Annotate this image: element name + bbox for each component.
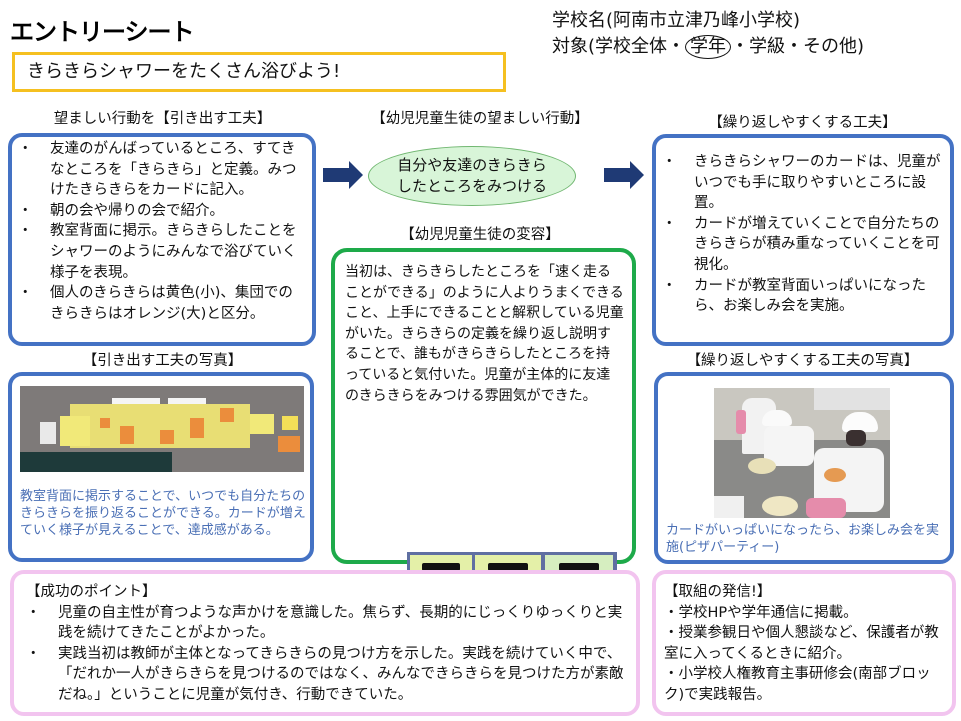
left-photo-label: 【引き出す工夫の写真】 bbox=[82, 353, 243, 369]
document-title: エントリーシート bbox=[10, 18, 195, 46]
list-item: きらきらシャワーのカードは、児童がいつでも手に取りやすいところに設置。 bbox=[656, 152, 944, 214]
pizza-party-photo bbox=[714, 388, 890, 518]
left-section-box: 友達のがんばっているところ、すてきなところを「きらきら」と定義。みつけたきらきら… bbox=[8, 133, 316, 346]
right-section-label: 【繰り返しやすくする工夫】 bbox=[708, 115, 897, 131]
left-photo-caption: 教室背面に掲示することで、いつでも自分たちのきらきらを振り返ることができる。カー… bbox=[20, 489, 306, 538]
right-photo-label: 【繰り返しやすくする工夫の写真】 bbox=[686, 353, 919, 369]
right-photo-box: カードがいっぱいになったら、お楽しみ会を実施(ピザパーティー) bbox=[654, 372, 954, 564]
theme-text: きらきらシャワーをたくさん浴びよう! bbox=[27, 61, 341, 82]
right-photo-caption: カードがいっぱいになったら、お楽しみ会を実施(ピザパーティー) bbox=[666, 523, 940, 555]
target-line: 対象(学校全体・学年・学級・その他) bbox=[552, 34, 864, 60]
outreach-item: ・学校HPや学年通信に掲載。 bbox=[664, 604, 858, 621]
school-info: 学校名(阿南市立津乃峰小学校) 対象(学校全体・学年・学級・その他) bbox=[552, 8, 864, 60]
change-box: 当初は、きらきらしたところを「速く走ることができる」のように人よりうまくできるこ… bbox=[331, 248, 636, 699]
left-section-list: 友達のがんばっているところ、すてきなところを「きらきら」と定義。みつけたきらきら… bbox=[12, 139, 306, 324]
arrow-right-icon bbox=[604, 161, 644, 189]
list-item: 教室背面に掲示。きらきらしたことをシャワーのようにみんなで浴びていく様子を表現。 bbox=[12, 221, 306, 283]
target-suffix: ・学級・その他) bbox=[731, 36, 865, 57]
target-selected-grade: 学年 bbox=[685, 35, 732, 59]
desired-behavior-text: 自分や友達のきらきらしたところをみつける bbox=[397, 156, 548, 195]
classroom-wall-photo bbox=[20, 386, 304, 472]
outreach-box: 【取組の発信!】 ・学校HPや学年通信に掲載。 ・授業参観日や個人懇談など、保護… bbox=[652, 570, 956, 716]
left-photo-box: 教室背面に掲示することで、いつでも自分たちのきらきらを振り返ることができる。カー… bbox=[8, 372, 314, 562]
outreach-item: ・小学校人権教育主事研修会(南部ブロック)で実践報告。 bbox=[664, 666, 931, 703]
list-item: 友達のがんばっているところ、すてきなところを「きらきら」と定義。みつけたきらきら… bbox=[12, 139, 306, 201]
list-item: 個人のきらきらは黄色(小)、集団でのきらきらはオレンジ(大)と区分。 bbox=[12, 283, 306, 324]
arrow-right-icon bbox=[323, 161, 363, 189]
desired-behavior-ellipse: 自分や友達のきらきらしたところをみつける bbox=[368, 146, 576, 206]
theme-box: きらきらシャワーをたくさん浴びよう! bbox=[12, 52, 506, 92]
right-section-box: きらきらシャワーのカードは、児童がいつでも手に取りやすいところに設置。 カードが… bbox=[652, 134, 954, 346]
left-section-label: 望ましい行動を【引き出す工夫】 bbox=[53, 111, 272, 127]
target-prefix: 対象(学校全体・ bbox=[552, 36, 686, 57]
change-label: 【幼児児童生徒の変容】 bbox=[400, 227, 560, 243]
list-item: カードが増えていくことで自分たちのきらきらが積み重なっていくことを可視化。 bbox=[656, 214, 944, 276]
outreach-heading: 【取組の発信!】 bbox=[664, 584, 772, 600]
desired-behavior-label: 【幼児児童生徒の望ましい行動】 bbox=[371, 111, 589, 127]
list-item: 児童の自主性が育つような声かけを意識した。焦らず、長期的にじっくりゆっくりと実践… bbox=[20, 603, 626, 644]
success-points-box: 【成功のポイント】 児童の自主性が育つような声かけを意識した。焦らず、長期的にじ… bbox=[10, 570, 640, 716]
list-item: カードが教室背面いっぱいになったら、お楽しみ会を実施。 bbox=[656, 276, 944, 317]
right-section-list: きらきらシャワーのカードは、児童がいつでも手に取りやすいところに設置。 カードが… bbox=[656, 152, 944, 317]
school-name: 学校名(阿南市立津乃峰小学校) bbox=[552, 10, 801, 31]
outreach-item: ・授業参観日や個人懇談など、保護者が教室に入ってくるときに紹介。 bbox=[664, 625, 939, 662]
list-item: 実践当初は教師が主体となってきらきらの見つけ方を示した。実践を続けていく中で、「… bbox=[20, 644, 626, 706]
change-text: 当初は、きらきらしたところを「速く走ることができる」のように人よりうまくできるこ… bbox=[345, 264, 624, 404]
success-points-heading: 【成功のポイント】 bbox=[26, 584, 157, 600]
success-points-list: 児童の自主性が育つような声かけを意識した。焦らず、長期的にじっくりゆっくりと実践… bbox=[20, 603, 626, 706]
list-item: 朝の会や帰りの会で紹介。 bbox=[12, 201, 306, 222]
